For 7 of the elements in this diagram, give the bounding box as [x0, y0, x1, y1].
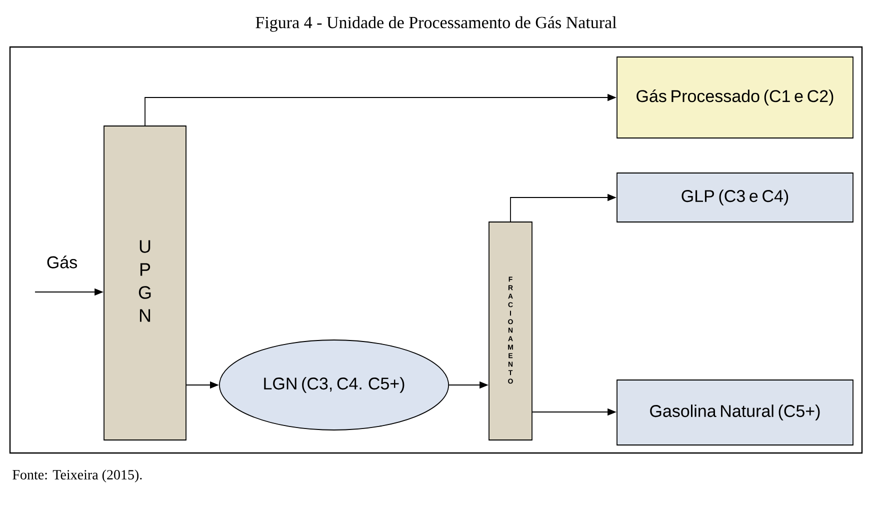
product-box: Gás Processado (C1 e C2)	[616, 56, 854, 138]
product-box: Gasolina Natural (C5+)	[616, 380, 854, 446]
figure-title: Figura 4 - Unidade de Processamento de Gás Natural	[256, 16, 616, 32]
upgn-column: UPGN	[104, 126, 186, 440]
edge-label: Gás	[45, 254, 79, 270]
product-box: GLP (C3 e C4)	[616, 172, 854, 222]
source-caption: Fonte: Teixeira (2015).	[12, 470, 142, 482]
